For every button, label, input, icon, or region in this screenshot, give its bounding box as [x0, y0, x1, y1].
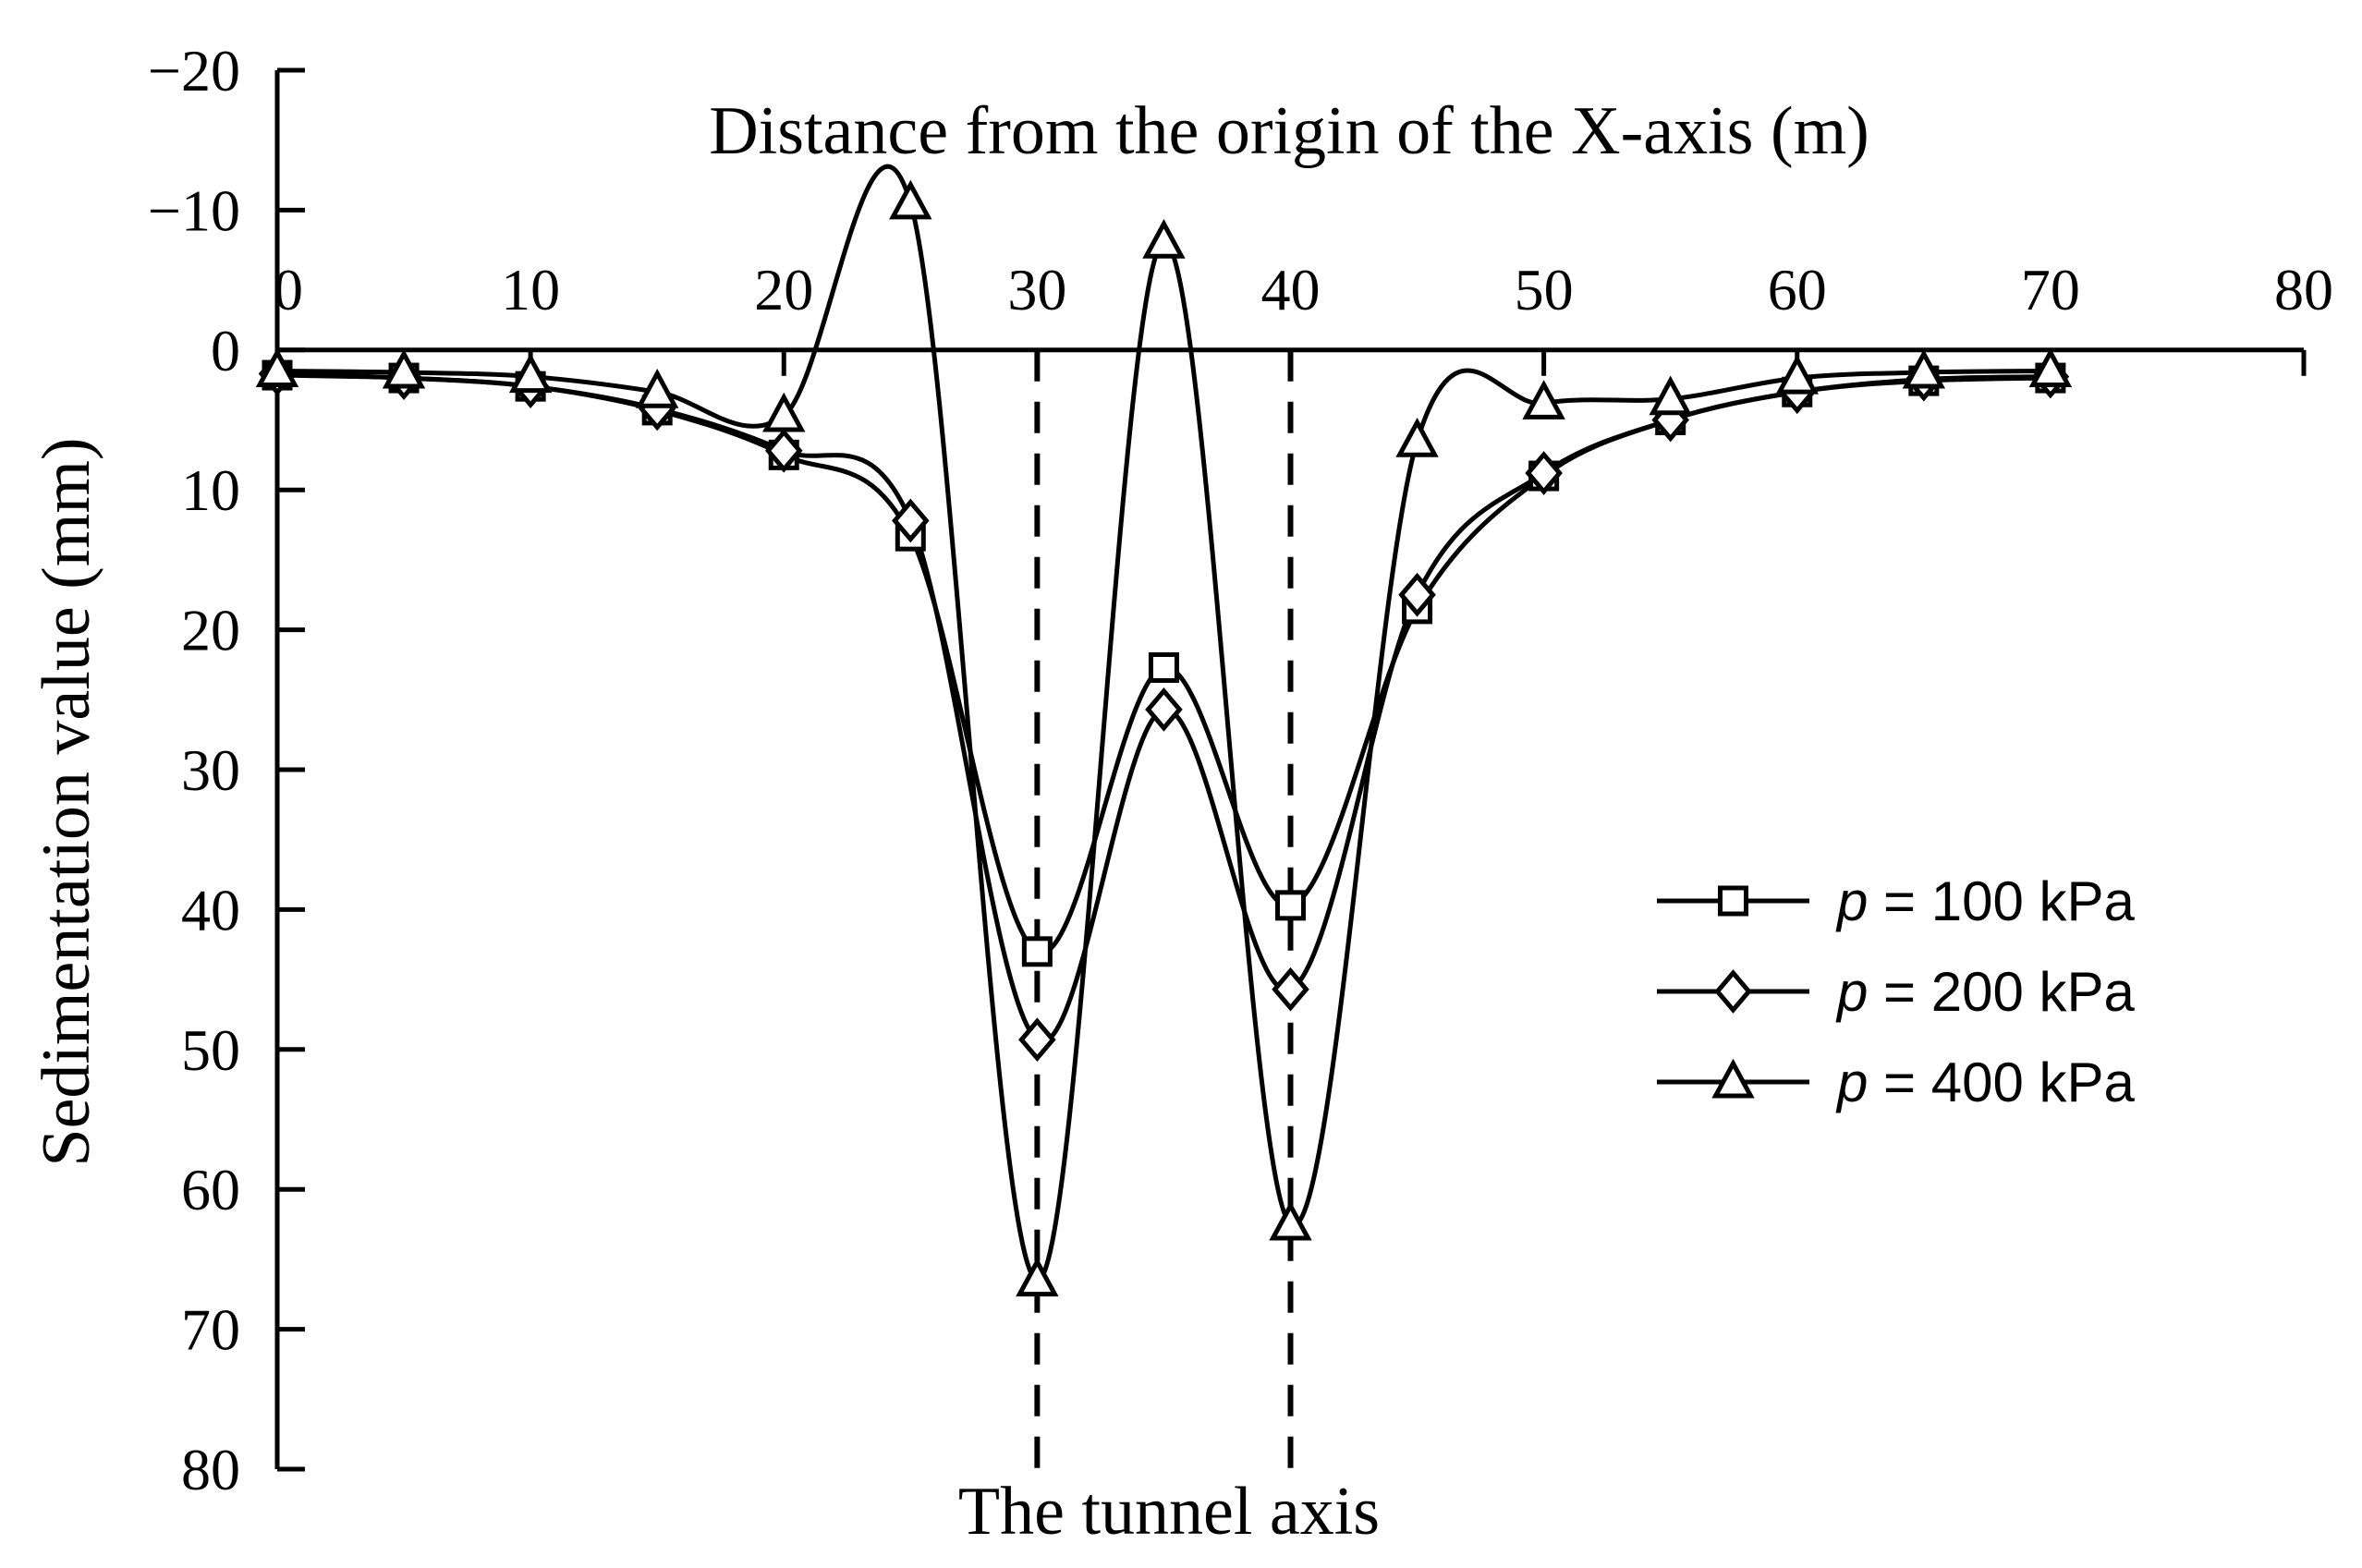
- legend-marker-diamond: [1714, 969, 1752, 1014]
- data-point-diamond: [1272, 966, 1309, 1012]
- x-tick-label: 20: [754, 257, 813, 322]
- legend-label-rest: = 100 kPa: [1868, 870, 2135, 932]
- y-tick-label: 60: [181, 1157, 240, 1222]
- y-tick-label: 10: [181, 457, 240, 523]
- data-point-diamond: [1018, 1017, 1056, 1063]
- markers-group: [255, 179, 2073, 1297]
- data-point-triangle: [762, 392, 806, 432]
- x-tick-label: 60: [1768, 257, 1827, 322]
- data-point-triangle: [889, 179, 932, 220]
- x-tick-label: 10: [501, 257, 560, 322]
- tunnel-axis-label: The tunnel axis: [958, 1474, 1380, 1550]
- y-tick-label: 20: [181, 598, 240, 663]
- legend-label-rest: = 200 kPa: [1868, 961, 2135, 1023]
- data-point-triangle: [1016, 1257, 1059, 1297]
- legend-label-italic: p: [1835, 870, 1868, 932]
- data-point-diamond: [1525, 451, 1563, 495]
- y-tick-label: 70: [181, 1297, 240, 1363]
- x-tick-label: 70: [2021, 257, 2080, 322]
- data-point-square: [1148, 651, 1179, 683]
- legend-marker-square: [1718, 885, 1748, 917]
- y-tick-label: −20: [148, 38, 240, 103]
- data-point-triangle: [255, 347, 299, 388]
- legend-label-1: p = 100 kPa: [1835, 870, 2136, 932]
- x-tick-label: 30: [1007, 257, 1066, 322]
- y-tick-label: 80: [181, 1437, 240, 1502]
- legend-label-rest: = 400 kPa: [1868, 1051, 2135, 1113]
- data-point-triangle: [1395, 417, 1439, 457]
- data-point-diamond: [892, 498, 930, 543]
- x-axis-title: Distance from the origin of the X-axis (…: [709, 93, 1869, 169]
- legend-marker-triangle: [1711, 1058, 1755, 1099]
- data-point-triangle: [2028, 347, 2073, 388]
- legend-label-italic: p: [1835, 961, 1868, 1023]
- data-point-square: [1275, 890, 1306, 921]
- data-point-triangle: [1522, 380, 1565, 419]
- y-tick-label: −10: [148, 177, 240, 243]
- data-point-triangle: [635, 368, 679, 408]
- series-line-3: [276, 164, 2051, 1283]
- y-tick-label: 50: [181, 1017, 240, 1083]
- legend-label-2: p = 200 kPa: [1835, 961, 2136, 1023]
- data-point-triangle: [1649, 375, 1692, 416]
- data-point-diamond: [1145, 687, 1183, 732]
- y-axis-title: Sedimentation value (mm): [29, 437, 104, 1166]
- data-point-square: [1021, 936, 1053, 967]
- legend-label-italic: p: [1835, 1051, 1868, 1113]
- data-point-triangle: [1142, 218, 1186, 259]
- y-tick-label: 30: [181, 737, 240, 803]
- axes-group: −20 −10 0 10 20 30 40 50 60 70 80 0 10 20 30 40 50 60 70 80: [148, 38, 2333, 1502]
- legend-label-3: p = 400 kPa: [1835, 1051, 2136, 1113]
- x-tick-label: 50: [1515, 257, 1574, 322]
- x-tick-label: 40: [1261, 257, 1321, 322]
- data-point-triangle: [382, 348, 426, 389]
- data-point-diamond: [764, 428, 803, 473]
- data-point-triangle: [1775, 354, 1819, 395]
- y-tick-label: 40: [181, 877, 240, 942]
- tunnel-axis-guides: [1034, 349, 1294, 1469]
- x-tick-label: 0: [274, 257, 303, 322]
- y-tick-label: 0: [211, 318, 240, 383]
- data-point-diamond: [1398, 572, 1436, 617]
- x-tick-label: 80: [2274, 257, 2333, 322]
- data-point-triangle: [1269, 1200, 1312, 1241]
- data-point-triangle: [508, 353, 553, 394]
- data-point-triangle: [1902, 348, 1946, 389]
